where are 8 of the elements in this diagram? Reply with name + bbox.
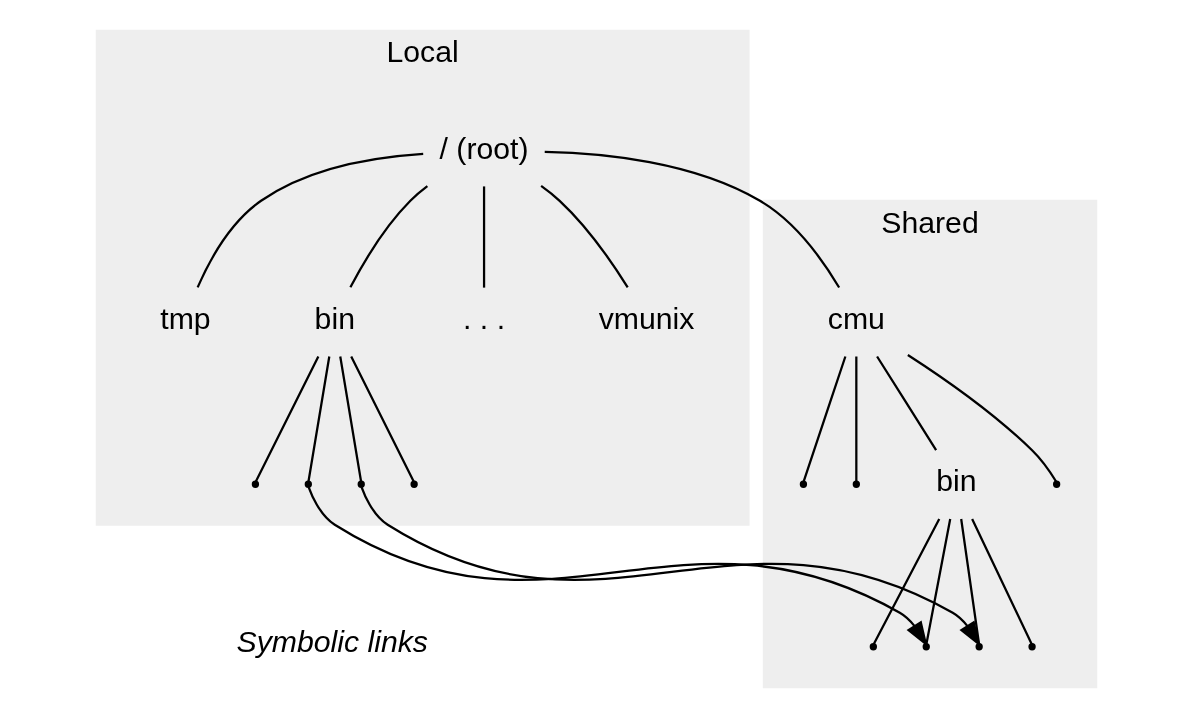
label: Symbolic links: [236, 625, 428, 659]
node-text: bin: [314, 301, 355, 335]
node-text: / (root): [439, 131, 529, 165]
node-text: vmunix: [598, 301, 694, 335]
node-text: tmp: [159, 301, 211, 335]
node-text: cmu: [827, 301, 885, 335]
node-text: bin: [935, 464, 977, 498]
node-text: . . .: [462, 301, 505, 335]
